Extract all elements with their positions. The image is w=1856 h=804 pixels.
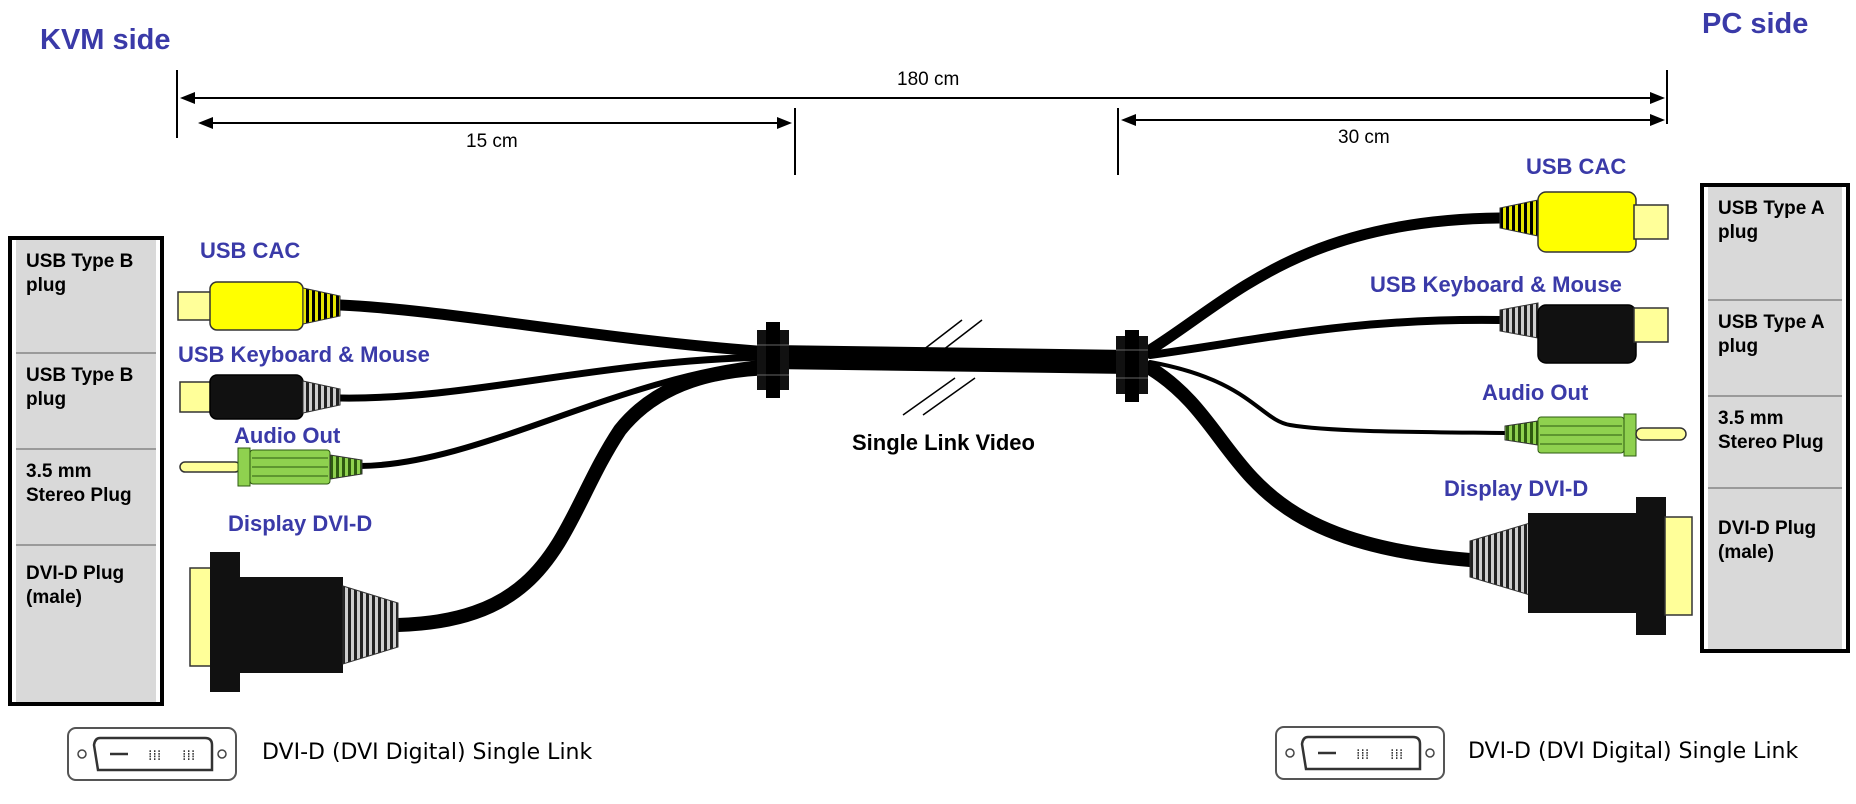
legend-left-text: DVI-D (DVI Digital) Single Link (262, 740, 593, 765)
left-usb-km-connector (179, 374, 341, 420)
left-usb-cac-connector (177, 281, 341, 331)
left-audio-connector (179, 447, 363, 487)
pc-side-plug-panel: USB Type A plug USB Type A plug 3.5 mm S… (1700, 183, 1850, 653)
right-usb-km-label: USB Keyboard & Mouse (1370, 272, 1622, 297)
cable-bundle (334, 212, 1507, 632)
pc-side-title: PC side (1702, 8, 1809, 40)
right-usb-km-connector (1499, 302, 1669, 364)
right-panel-dvi-plug: DVI-D Plug (male) (1708, 489, 1842, 649)
dvi-single-link-icon-left: ⁞⁞⁞ ⁞⁞⁞ (67, 727, 237, 781)
dvi-single-link-icon-right: ⁞⁞⁞ ⁞⁞⁞ (1275, 726, 1445, 780)
kvm-side-title: KVM side (40, 24, 171, 56)
left-panel-usb-type-b-1: USB Type B plug (16, 240, 156, 354)
svg-text:⁞⁞⁞: ⁞⁞⁞ (148, 748, 161, 764)
right-panel-usb-type-a-2: USB Type A plug (1708, 301, 1842, 397)
left-audio-label: Audio Out (234, 423, 341, 448)
dimension-left-label: 15 cm (466, 131, 518, 152)
right-audio-label: Audio Out (1482, 380, 1589, 405)
dimension-total-label: 180 cm (897, 69, 960, 90)
svg-text:⁞⁞⁞: ⁞⁞⁞ (182, 748, 195, 764)
single-link-video-label: Single Link Video (852, 430, 1035, 455)
svg-text:⁞⁞⁞: ⁞⁞⁞ (1390, 747, 1403, 763)
cable-clamp-left (757, 322, 789, 398)
left-panel-stereo-plug: 3.5 mm Stereo Plug (16, 450, 156, 546)
left-panel-dvi-plug: DVI-D Plug (male) (16, 546, 156, 702)
right-panel-usb-type-a-1: USB Type A plug (1708, 187, 1842, 301)
kvm-side-plug-panel: USB Type B plug USB Type B plug 3.5 mm S… (8, 236, 164, 706)
dimension-right-label: 30 cm (1338, 127, 1390, 148)
left-dvi-label: Display DVI-D (228, 511, 373, 536)
dimension-lines (176, 70, 1668, 175)
legend-right-text: DVI-D (DVI Digital) Single Link (1468, 739, 1799, 764)
left-dvi-connector (189, 552, 399, 692)
left-panel-usb-type-b-2: USB Type B plug (16, 354, 156, 450)
right-dvi-connector (1469, 497, 1693, 635)
cable-clamp-right (1116, 330, 1148, 402)
left-usb-cac-label: USB CAC (200, 238, 301, 263)
svg-text:⁞⁞⁞: ⁞⁞⁞ (1356, 747, 1369, 763)
right-audio-connector (1504, 413, 1687, 457)
right-panel-stereo-plug: 3.5 mm Stereo Plug (1708, 397, 1842, 489)
right-usb-cac-label: USB CAC (1526, 154, 1627, 179)
left-usb-km-label: USB Keyboard & Mouse (178, 342, 430, 367)
cable-break-mark (902, 319, 983, 416)
right-usb-cac-connector (1499, 191, 1669, 253)
right-dvi-label: Display DVI-D (1444, 476, 1589, 501)
